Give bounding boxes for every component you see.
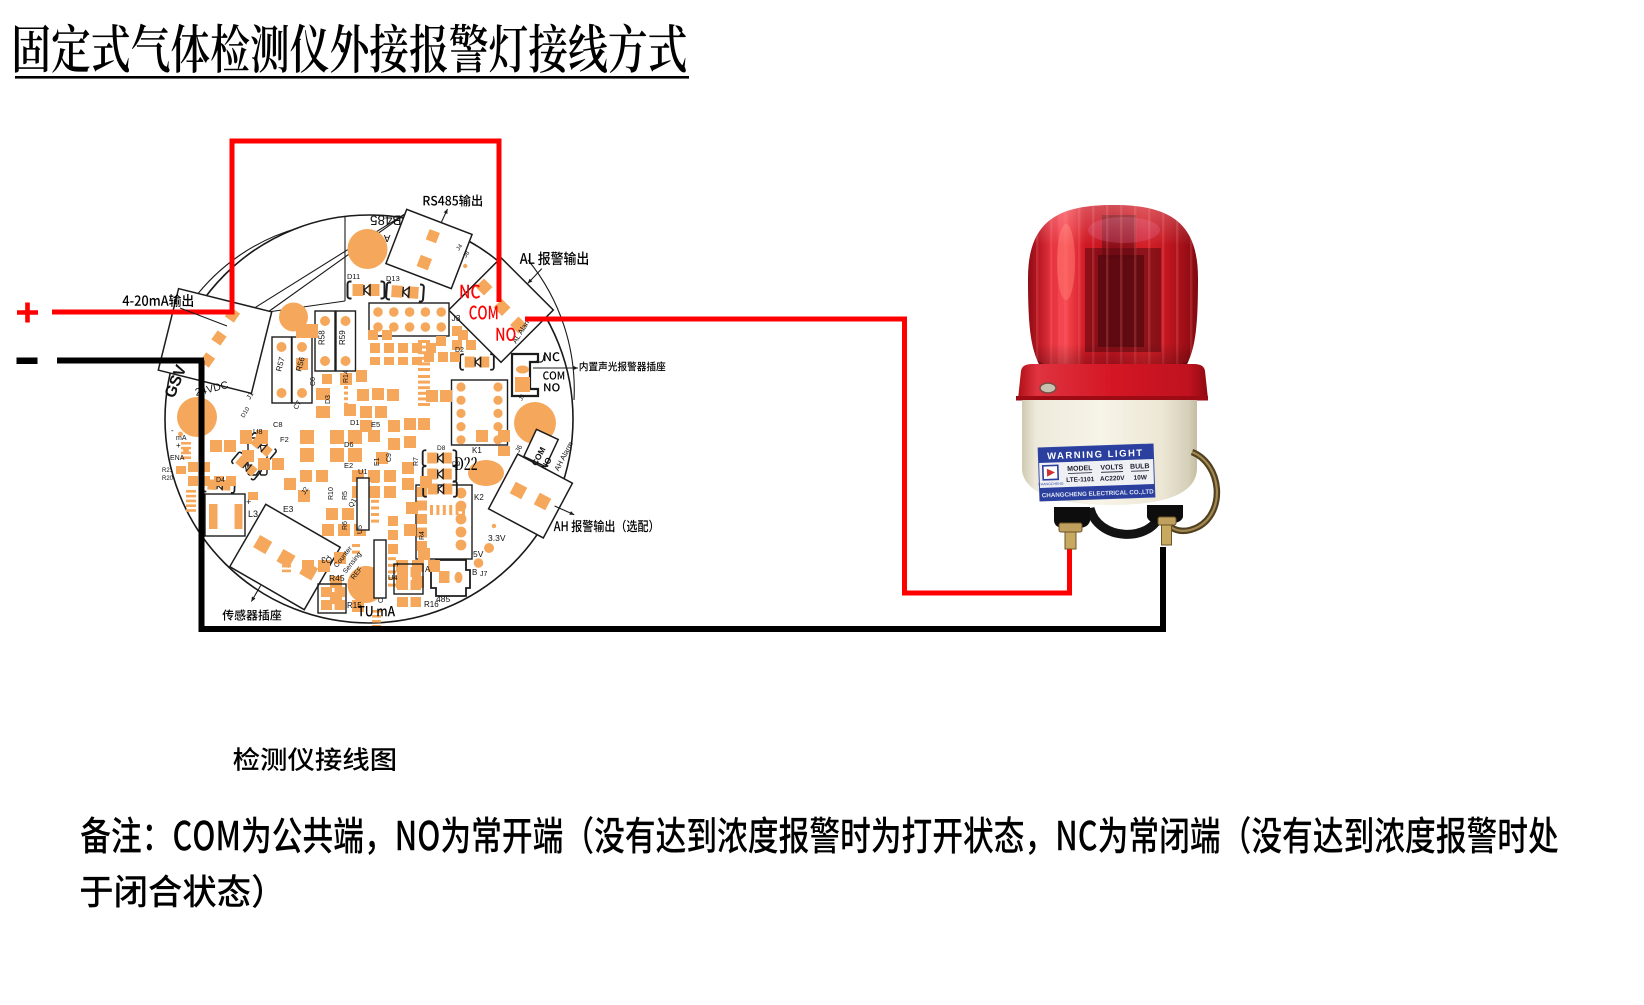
svg-text:J4: J4	[456, 243, 465, 252]
svg-text:C8: C8	[273, 420, 283, 429]
svg-text:L3: L3	[248, 509, 258, 519]
svg-text:B485: B485	[370, 213, 402, 228]
svg-text:R10: R10	[328, 487, 335, 500]
svg-text:R58: R58	[318, 330, 327, 345]
svg-text:J2: J2	[301, 486, 311, 496]
svg-text:+: +	[176, 441, 181, 450]
svg-text:CHANGCHENG ELECTRICAL CO.,LTD: CHANGCHENG ELECTRICAL CO.,LTD	[1042, 488, 1155, 499]
svg-text:Q3: Q3	[321, 555, 332, 564]
svg-text:D4: D4	[216, 477, 225, 484]
svg-text:E5: E5	[371, 420, 380, 429]
svg-text:R59: R59	[338, 330, 347, 345]
svg-text:VOLTS: VOLTS	[1100, 464, 1123, 472]
svg-text:U4: U4	[388, 573, 398, 582]
svg-text:B: B	[472, 568, 477, 577]
svg-text:ENA: ENA	[170, 455, 185, 462]
svg-text:+: +	[246, 497, 251, 507]
svg-text:J1: J1	[246, 391, 256, 401]
svg-text:J5: J5	[518, 393, 527, 402]
svg-text:R4: R4	[419, 531, 426, 540]
svg-text:10W: 10W	[1133, 474, 1147, 481]
svg-text:AC220V: AC220V	[1100, 475, 1125, 483]
svg-text:D1: D1	[350, 418, 360, 427]
svg-text:E1: E1	[374, 457, 381, 466]
svg-text:D6: D6	[344, 440, 354, 449]
svg-text:D10: D10	[241, 406, 252, 419]
svg-text:A: A	[425, 565, 431, 574]
svg-text:C9: C9	[386, 453, 393, 462]
svg-text:A: A	[384, 232, 391, 243]
svg-text:-: -	[171, 426, 174, 435]
svg-text:U1: U1	[358, 467, 368, 476]
svg-text:R20: R20	[162, 476, 174, 482]
svg-text:MODEL: MODEL	[1067, 465, 1093, 473]
svg-text:C7: C7	[293, 400, 304, 411]
svg-text:E3: E3	[283, 504, 294, 514]
svg-text:J3: J3	[452, 313, 461, 323]
svg-text:+: +	[395, 560, 400, 569]
svg-text:D2: D2	[455, 347, 464, 354]
svg-text:C6: C6	[310, 377, 317, 386]
svg-text:LTE-1101: LTE-1101	[1066, 476, 1095, 484]
svg-text:D11: D11	[347, 272, 360, 281]
svg-text:J7: J7	[480, 571, 488, 578]
svg-text:K2: K2	[474, 493, 484, 502]
svg-text:U5: U5	[357, 525, 364, 534]
svg-text:3.3V: 3.3V	[488, 533, 506, 543]
svg-text:BULB: BULB	[1130, 463, 1150, 471]
svg-text:U8: U8	[253, 427, 263, 436]
svg-text:R56: R56	[294, 355, 307, 372]
svg-text:R7: R7	[413, 457, 420, 466]
svg-text:R57: R57	[274, 355, 287, 372]
svg-text:R21: R21	[162, 468, 174, 474]
svg-text:WARNING LIGHT: WARNING LIGHT	[1047, 448, 1144, 462]
svg-text:CHANGCHENG: CHANGCHENG	[1038, 482, 1064, 487]
svg-text:5V: 5V	[473, 549, 484, 559]
svg-text:D8: D8	[437, 445, 446, 452]
svg-text:D3: D3	[325, 395, 332, 404]
svg-text:R14: R14	[343, 370, 350, 383]
svg-text:Q1: Q1	[348, 497, 359, 509]
svg-text:K1: K1	[472, 446, 482, 455]
svg-text:R16: R16	[424, 600, 439, 609]
svg-text:F2: F2	[280, 435, 289, 444]
svg-text:J8: J8	[463, 250, 472, 259]
svg-text:J6: J6	[515, 444, 525, 454]
svg-text:R15: R15	[347, 601, 362, 610]
svg-text:485: 485	[436, 594, 450, 604]
svg-text:R5: R5	[342, 491, 349, 500]
svg-text:C: C	[378, 598, 385, 603]
svg-text:mA: mA	[176, 435, 187, 442]
svg-text:R45: R45	[329, 573, 345, 583]
svg-text:E2: E2	[344, 461, 353, 470]
svg-text:R6: R6	[342, 521, 349, 530]
svg-text:D13: D13	[386, 274, 400, 283]
